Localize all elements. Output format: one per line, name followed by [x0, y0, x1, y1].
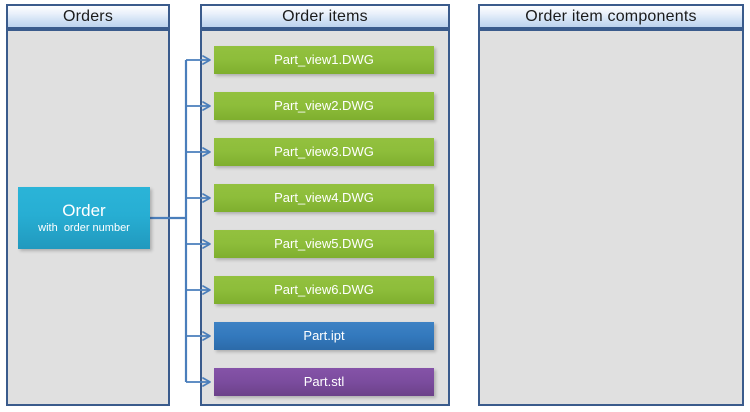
node-order-item-label: Part_view6.DWG	[274, 281, 374, 297]
panel-header-order-items: Order items	[200, 4, 450, 29]
node-order-item-label: Part_view1.DWG	[274, 51, 374, 67]
node-order-item[interactable]: Part_view1.DWG	[214, 46, 434, 74]
node-order-item-label: Part.stl	[303, 373, 345, 389]
node-order-subtitle: with order number	[38, 221, 130, 234]
node-order-item-label: Part_view4.DWG	[274, 189, 374, 205]
panel-header-order-item-components: Order item components	[478, 4, 744, 29]
node-order-item[interactable]: Part_view5.DWG	[214, 230, 434, 258]
node-order-item[interactable]: Part_view2.DWG	[214, 92, 434, 120]
node-order-item[interactable]: Part_view6.DWG	[214, 276, 434, 304]
node-order-item-label: Part.ipt	[303, 327, 345, 343]
node-order-item[interactable]: Part.ipt	[214, 322, 434, 350]
node-order-item[interactable]: Part_view3.DWG	[214, 138, 434, 166]
node-order-item[interactable]: Part_view4.DWG	[214, 184, 434, 212]
panel-header-orders: Orders	[6, 4, 170, 29]
node-order-item-label: Part_view2.DWG	[274, 97, 374, 113]
node-order-item[interactable]: Part.stl	[214, 368, 434, 396]
node-order-item-label: Part_view3.DWG	[274, 143, 374, 159]
panel-title-order-items: Order items	[282, 7, 368, 25]
node-order[interactable]: Order with order number	[18, 187, 150, 249]
panel-body-order-item-components	[478, 29, 744, 406]
panel-title-order-item-components: Order item components	[525, 7, 697, 25]
panel-title-orders: Orders	[62, 7, 114, 25]
node-order-title: Order	[62, 201, 106, 221]
node-order-item-label: Part_view5.DWG	[274, 235, 374, 251]
